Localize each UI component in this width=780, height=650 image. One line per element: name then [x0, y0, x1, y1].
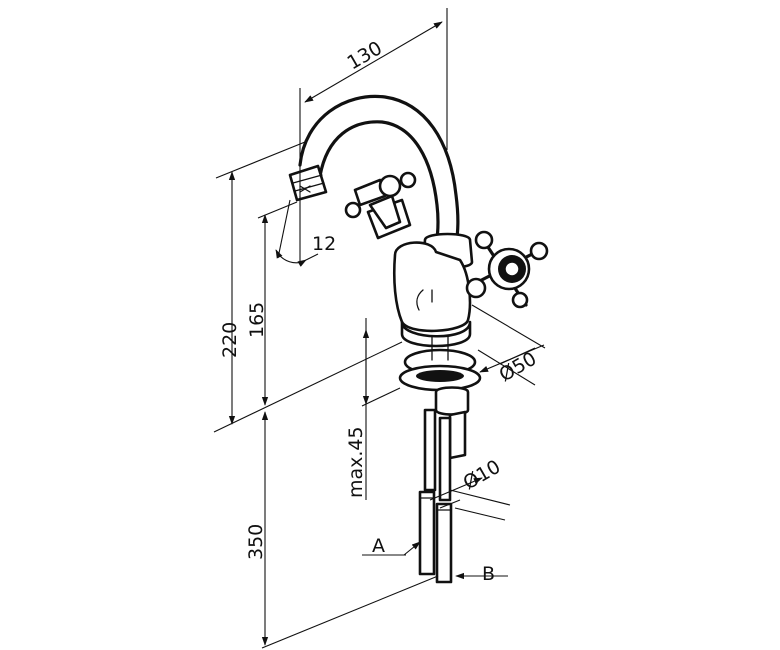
- dimension-max-45: max.45: [345, 318, 401, 500]
- label-diameter-10: Ø10: [460, 456, 505, 495]
- label-165: 165: [246, 302, 268, 338]
- faucet-body: [288, 94, 474, 348]
- label-a: A: [372, 535, 385, 557]
- label-12: 12: [312, 233, 336, 255]
- right-cross-handle: [465, 230, 549, 309]
- dimension-diameter-50: Ø50: [471, 304, 546, 387]
- label-130: 130: [344, 37, 386, 74]
- callout-b: B: [455, 563, 508, 585]
- label-max-45: max.45: [345, 426, 367, 498]
- mounting-assembly: [398, 335, 482, 584]
- label-350: 350: [245, 524, 267, 560]
- dimension-12: 12: [275, 196, 336, 267]
- label-b: B: [482, 563, 495, 585]
- callout-a: A: [362, 535, 421, 557]
- label-diameter-50: Ø50: [496, 348, 541, 387]
- left-cross-handle: [344, 171, 417, 240]
- label-220: 220: [219, 322, 241, 358]
- dimension-350: 350: [245, 411, 439, 649]
- dimension-220-165: 220 165: [213, 141, 403, 433]
